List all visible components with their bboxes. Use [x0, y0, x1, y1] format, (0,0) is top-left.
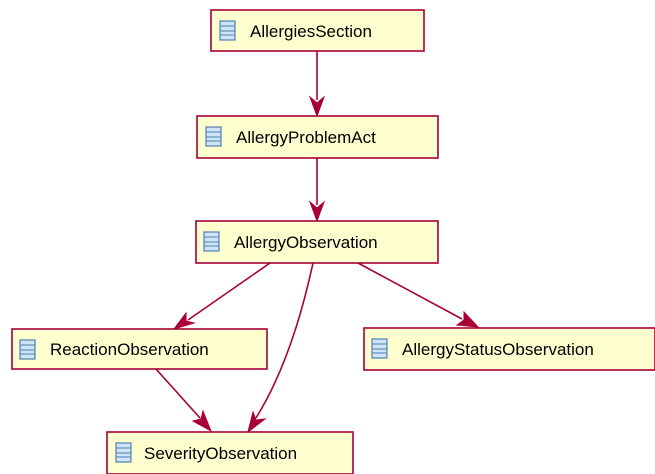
class-node-allergy-status-observation[interactable]: AllergyStatusObservation — [363, 327, 655, 371]
class-node-allergy-problem-act[interactable]: AllergyProblemAct — [196, 115, 439, 159]
edge-allergy-problem-act-to-allergy-observation — [308, 158, 326, 223]
class-node-label: SeverityObservation — [144, 444, 297, 463]
class-icon — [203, 231, 220, 252]
edges — [155, 51, 480, 434]
nodes: AllergiesSection AllergyProblemAct Aller… — [11, 9, 655, 474]
class-node-label: AllergyObservation — [234, 233, 378, 252]
class-icon — [205, 126, 222, 147]
class-node-label: AllergyProblemAct — [236, 128, 376, 147]
class-node-label: AllergiesSection — [250, 22, 372, 41]
class-node-label: AllergyStatusObservation — [402, 340, 594, 359]
class-icon — [19, 339, 36, 360]
class-icon — [115, 442, 132, 463]
edge-allergy-observation-to-reaction-observation — [172, 262, 271, 330]
class-node-label: ReactionObservation — [50, 340, 209, 359]
edge-allergy-observation-to-allergy-status-observation — [357, 262, 480, 328]
class-node-allergies-section[interactable]: AllergiesSection — [210, 9, 425, 52]
class-node-allergy-observation[interactable]: AllergyObservation — [195, 220, 439, 264]
class-icon — [371, 338, 388, 359]
class-node-reaction-observation[interactable]: ReactionObservation — [11, 328, 268, 370]
edge-allergies-section-to-allergy-problem-act — [308, 51, 326, 118]
edge-allergy-observation-to-severity-observation — [247, 262, 314, 434]
class-node-severity-observation[interactable]: SeverityObservation — [106, 431, 354, 474]
class-icon — [219, 20, 236, 41]
edge-reaction-observation-to-severity-observation — [155, 368, 212, 433]
